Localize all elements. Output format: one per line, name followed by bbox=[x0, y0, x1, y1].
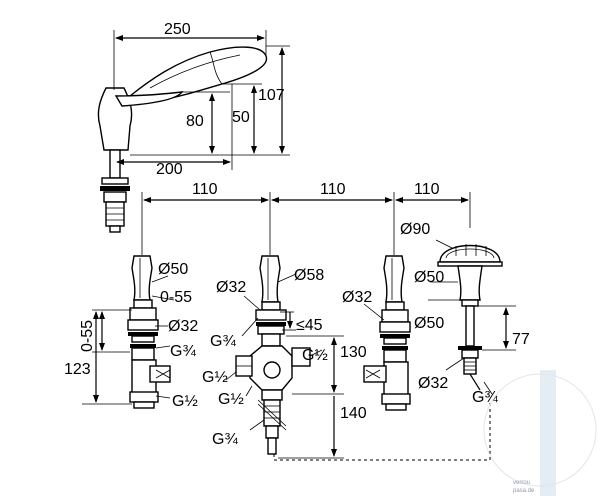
dim-h140: 140 bbox=[340, 405, 367, 422]
dim-dia-32-left: Ø32 bbox=[168, 318, 198, 335]
right-valve bbox=[363, 255, 411, 411]
watermark-line2: pasa.de bbox=[513, 488, 535, 494]
shower-holder-dimensions bbox=[428, 239, 516, 395]
dim-g34-center-top: G¾ bbox=[210, 333, 236, 350]
dim-spacing-3: 110 bbox=[414, 181, 440, 198]
dim-g34-left: G¾ bbox=[170, 343, 196, 360]
dimension-labels: 250 107 80 50 200 110 110 110 Ø50 0-55 0… bbox=[64, 21, 530, 448]
dim-dia-50-right-top: Ø50 bbox=[414, 269, 444, 286]
dim-g12-center-a: G½ bbox=[302, 347, 328, 364]
dim-dia-58: Ø58 bbox=[294, 267, 324, 284]
dim-g12-left: G½ bbox=[172, 393, 198, 410]
center-valve bbox=[235, 255, 311, 455]
dim-range-0-55-vertical: 0-55 bbox=[79, 320, 96, 352]
dim-h123: 123 bbox=[64, 361, 91, 378]
top-dimension-lines bbox=[113, 30, 290, 170]
dim-top-reach: 200 bbox=[156, 161, 183, 178]
watermark-line1: verrou bbox=[513, 480, 530, 486]
dim-top-height-80: 80 bbox=[186, 113, 204, 130]
dim-le45: ≤45 bbox=[296, 317, 323, 334]
dim-top-width: 250 bbox=[164, 21, 191, 38]
dim-g12-center-b: G½ bbox=[202, 369, 228, 386]
dim-g12-center-c: G½ bbox=[218, 391, 244, 408]
dim-dia-50-right: Ø50 bbox=[414, 315, 444, 332]
dim-dia-32-right: Ø32 bbox=[342, 289, 372, 306]
spacing-dimension-lines bbox=[141, 192, 471, 255]
dim-g34-center-bottom: G¾ bbox=[212, 431, 238, 448]
left-valve bbox=[127, 255, 171, 409]
dim-range-0-55: 0-55 bbox=[160, 289, 192, 306]
watermark: verrou pasa.de bbox=[483, 370, 597, 496]
right-valve-dimensions bbox=[363, 303, 385, 321]
dim-h77: 77 bbox=[512, 331, 530, 348]
left-valve-dimensions bbox=[82, 275, 175, 405]
connection-hose bbox=[273, 400, 491, 461]
dim-top-height-total: 107 bbox=[258, 87, 285, 104]
dim-h130: 130 bbox=[340, 344, 367, 361]
dim-dia-50-left: Ø50 bbox=[158, 261, 188, 278]
dim-dia-90: Ø90 bbox=[400, 221, 430, 238]
dim-spacing-1: 110 bbox=[192, 181, 218, 198]
top-side-view bbox=[97, 46, 268, 233]
dim-top-height-50: 50 bbox=[232, 109, 250, 126]
shower-holder-front bbox=[437, 244, 503, 391]
center-valve-dimensions bbox=[225, 273, 344, 459]
dim-dia-32-center: Ø32 bbox=[216, 279, 246, 296]
dim-dia-32-shower: Ø32 bbox=[418, 375, 448, 392]
dim-spacing-2: 110 bbox=[320, 181, 346, 198]
